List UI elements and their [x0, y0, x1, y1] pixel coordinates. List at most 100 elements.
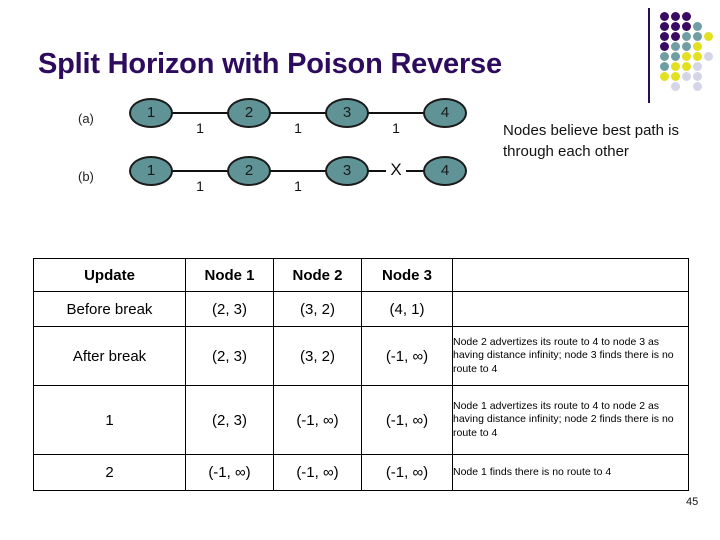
decorative-dot — [671, 12, 680, 21]
decorative-dot — [671, 52, 680, 61]
decorative-dot — [682, 22, 691, 31]
diagram-b-label: (b) — [78, 169, 94, 184]
diagram-b-link-1-2 — [172, 170, 228, 172]
decorative-dot — [660, 42, 669, 51]
decorative-dot — [693, 42, 702, 51]
network-diagram-b: (b) 1 2 3 4 1 1 X — [0, 156, 500, 216]
decorative-dot — [682, 52, 691, 61]
table-row: 1 (2, 3) (-1, ∞) (-1, ∞) Node 1 advertiz… — [33, 385, 689, 455]
decorative-dot — [660, 12, 669, 21]
diagram-a-node-4: 4 — [423, 98, 467, 128]
decorative-dot — [660, 72, 669, 81]
diagram-a-node-3: 3 — [325, 98, 369, 128]
diagram-a-node-3-label: 3 — [342, 104, 352, 121]
broken-link-x-icon: X — [390, 160, 402, 179]
decorative-dot — [693, 72, 702, 81]
decorative-dot — [682, 42, 691, 51]
decorative-dot — [671, 62, 680, 71]
row-1-node1: (2, 3) — [185, 385, 274, 455]
row-2-node3: (-1, ∞) — [361, 454, 453, 491]
diagram-a-link-1-2 — [172, 112, 228, 114]
diagram-b-node-3: 3 — [325, 156, 369, 186]
decorative-dot — [693, 22, 702, 31]
diagram-a-node-2-label: 2 — [244, 104, 254, 121]
decorative-dot — [671, 32, 680, 41]
row-before-break-node2: (3, 2) — [273, 291, 362, 327]
diagram-a-cost-1-2: 1 — [196, 120, 204, 136]
row-after-break-update: After break — [33, 326, 186, 386]
diagram-a-cost-3-4: 1 — [392, 120, 400, 136]
decorative-dot — [693, 52, 702, 61]
decorative-dot — [704, 32, 713, 41]
diagram-a-link-2-3 — [270, 112, 326, 114]
diagram-a-link-3-4 — [368, 112, 424, 114]
diagram-a-node-2: 2 — [227, 98, 271, 128]
routing-update-table: Update Node 1 Node 2 Node 3 Before break… — [33, 258, 689, 491]
table-header-row: Update Node 1 Node 2 Node 3 — [33, 258, 689, 292]
decorative-dot — [693, 62, 702, 71]
row-2-note: Node 1 finds there is no route to 4 — [452, 454, 689, 491]
row-after-break-note: Node 2 advertizes its route to 4 to node… — [452, 326, 689, 386]
decorative-dot — [704, 52, 713, 61]
header-vertical-rule — [648, 8, 650, 103]
decorative-dot — [693, 82, 702, 91]
decorative-dot — [682, 62, 691, 71]
table-header-node-2: Node 2 — [273, 258, 362, 292]
row-before-break-update: Before break — [33, 291, 186, 327]
diagram-b-node-1-label: 1 — [146, 162, 156, 179]
decorative-dot — [660, 52, 669, 61]
diagram-b-cost-1-2: 1 — [196, 178, 204, 194]
row-2-update: 2 — [33, 454, 186, 491]
decorative-dot — [682, 12, 691, 21]
diagram-b-node-1: 1 — [129, 156, 173, 186]
row-1-node3: (-1, ∞) — [361, 385, 453, 455]
diagram-a-node-1-label: 1 — [146, 104, 156, 121]
page-title: Split Horizon with Poison Reverse — [38, 48, 502, 80]
diagram-a-cost-2-3: 1 — [294, 120, 302, 136]
row-1-update: 1 — [33, 385, 186, 455]
diagram-b-link-2-3 — [270, 170, 326, 172]
decorative-dot — [693, 32, 702, 41]
diagram-b-cost-2-3: 1 — [294, 178, 302, 194]
diagram-b-link-x-4 — [406, 170, 424, 172]
table-row: After break (2, 3) (3, 2) (-1, ∞) Node 2… — [33, 326, 689, 386]
diagram-b-node-4: 4 — [423, 156, 467, 186]
decorative-dot — [671, 72, 680, 81]
table-header-node-3: Node 3 — [361, 258, 453, 292]
row-before-break-note — [452, 291, 689, 327]
diagram-a-label: (a) — [78, 111, 94, 126]
decorative-dot — [671, 82, 680, 91]
page-number: 45 — [686, 496, 699, 508]
decorative-dot — [682, 72, 691, 81]
side-note-text: Nodes believe best path is through each … — [503, 122, 679, 160]
diagram-b-node-2: 2 — [227, 156, 271, 186]
table-header-note — [452, 258, 689, 292]
diagram-a-node-1: 1 — [129, 98, 173, 128]
diagram-b-node-2-label: 2 — [244, 162, 254, 179]
row-1-note: Node 1 advertizes its route to 4 to node… — [452, 385, 689, 455]
decorative-dot — [682, 32, 691, 41]
diagram-a-node-4-label: 4 — [440, 104, 450, 121]
network-diagram-a: (a) 1 2 3 4 1 1 1 — [0, 98, 500, 158]
table-row: 2 (-1, ∞) (-1, ∞) (-1, ∞) Node 1 finds t… — [33, 454, 689, 491]
row-after-break-node3: (-1, ∞) — [361, 326, 453, 386]
diagram-b-link-3-x — [368, 170, 386, 172]
diagram-b-node-4-label: 4 — [440, 162, 450, 179]
decorative-dot-grid — [660, 12, 718, 94]
table-header-update: Update — [33, 258, 186, 292]
row-before-break-node1: (2, 3) — [185, 291, 274, 327]
decorative-dot — [660, 62, 669, 71]
row-after-break-node1: (2, 3) — [185, 326, 274, 386]
row-1-node2: (-1, ∞) — [273, 385, 362, 455]
table-row: Before break (2, 3) (3, 2) (4, 1) — [33, 291, 689, 327]
row-before-break-node3: (4, 1) — [361, 291, 453, 327]
decorative-dot — [660, 32, 669, 41]
row-2-node2: (-1, ∞) — [273, 454, 362, 491]
row-2-node1: (-1, ∞) — [185, 454, 274, 491]
row-after-break-node2: (3, 2) — [273, 326, 362, 386]
decorative-dot — [660, 22, 669, 31]
decorative-dot — [671, 22, 680, 31]
decorative-dot — [671, 42, 680, 51]
table-header-node-1: Node 1 — [185, 258, 274, 292]
diagram-b-node-3-label: 3 — [342, 162, 352, 179]
